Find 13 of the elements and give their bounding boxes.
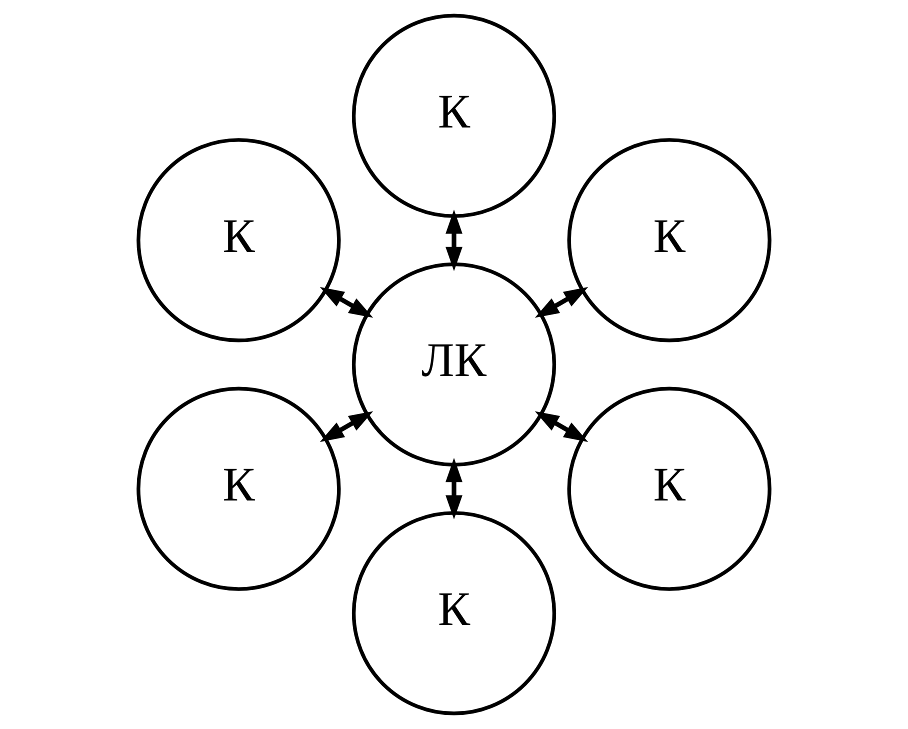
arrow: [320, 287, 374, 318]
node-circle: К: [136, 386, 341, 591]
node-circle: К: [352, 511, 556, 716]
node-circle: ЛК: [352, 262, 556, 467]
arrow: [446, 458, 462, 520]
arrow: [446, 210, 462, 272]
arrow: [320, 411, 374, 442]
node-circle: К: [352, 14, 556, 218]
node-circle: К: [136, 138, 341, 342]
node-circle: К: [567, 386, 772, 591]
node-circle: К: [567, 138, 772, 342]
arrow: [534, 411, 588, 442]
arrow: [534, 287, 588, 318]
